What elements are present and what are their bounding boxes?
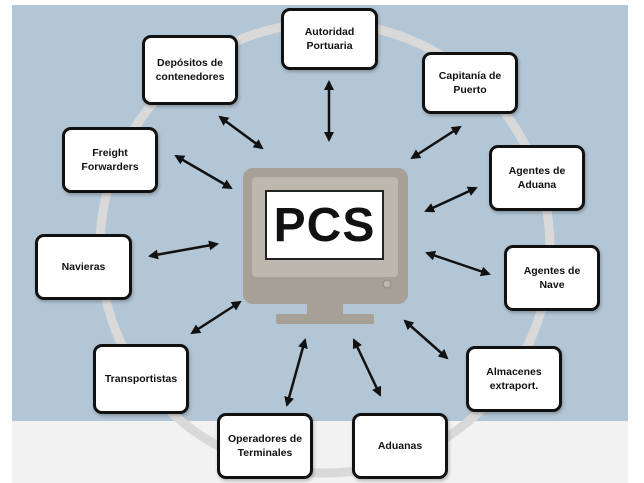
arrow-pcs-agentes-de-nave — [425, 250, 491, 277]
arrow-pcs-agentes-de-aduana — [424, 186, 478, 213]
node-freight-forwarders: Freight Forwarders — [62, 127, 158, 193]
node-depositos-de-contenedores: Depósitos de contenedores — [142, 35, 238, 105]
node-agentes-de-aduana: Agentes de Aduana — [489, 145, 585, 211]
arrow-pcs-almacenes-extraport — [403, 319, 449, 360]
node-transportistas: Transportistas — [93, 344, 189, 414]
arrow-pcs-depositos-de-contenedores — [218, 115, 264, 150]
monitor-neck — [307, 304, 343, 314]
node-agentes-de-nave: Agentes de Nave — [504, 245, 600, 311]
arrow-pcs-transportistas — [190, 300, 242, 335]
arrow-pcs-capitania-de-puerto — [410, 125, 462, 160]
arrow-pcs-operadores-de-terminales — [284, 338, 308, 407]
node-autoridad-portuaria: Autoridad Portuaria — [281, 8, 378, 70]
node-almacenes-extraport: Almacenes extraport. — [466, 346, 562, 412]
monitor-stand — [276, 314, 374, 324]
node-navieras: Navieras — [35, 234, 132, 300]
node-aduanas: Aduanas — [352, 413, 448, 479]
node-capitania-de-puerto: Capitanía de Puerto — [422, 52, 518, 114]
node-operadores-de-terminales: Operadores de Terminales — [217, 413, 313, 479]
arrows — [148, 80, 491, 407]
monitor-power-button — [382, 279, 392, 289]
arrow-pcs-freight-forwarders — [174, 154, 233, 190]
arrow-pcs-aduanas — [352, 338, 382, 397]
arrow-pcs-navieras — [148, 240, 219, 260]
pcs-label: PCS — [265, 190, 384, 260]
